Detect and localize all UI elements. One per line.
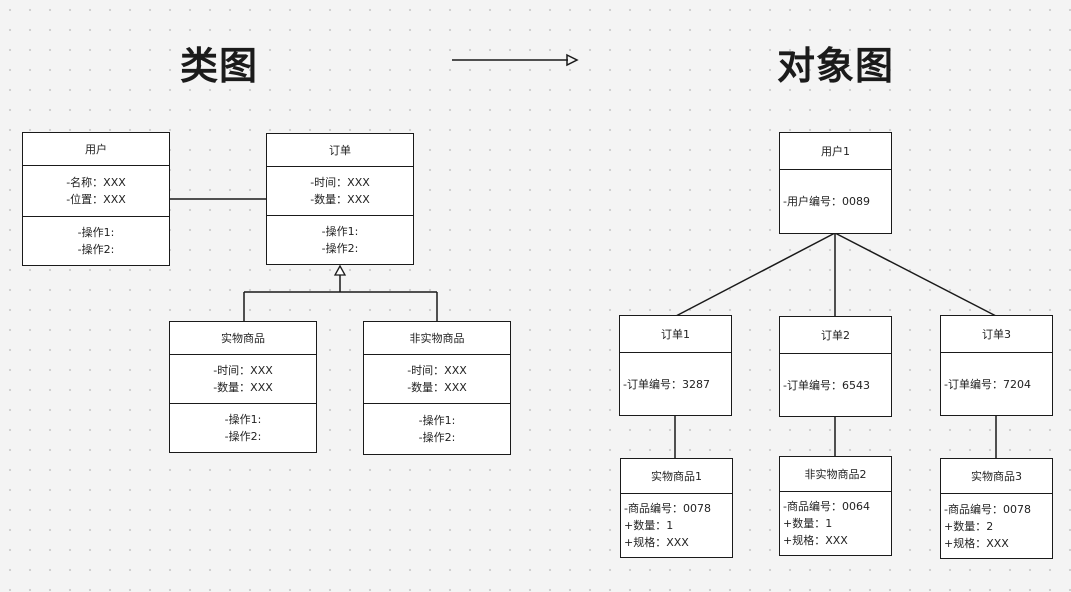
operation: -操作2: [77,243,115,256]
class-name: 非实物商品 [409,331,465,345]
attribute: -用户编号：0089 [783,195,870,208]
link-user-order3 [834,232,997,317]
attribute: -位置：XXX [66,193,126,206]
attribute: -商品编号：0064 [783,500,870,513]
attribute: -订单编号：6543 [783,378,870,392]
object-attributes: -商品编号：0064 +数量：1 +规格：XXX [780,491,891,555]
attribute: -数量：XXX [310,193,370,206]
class-order[interactable]: 订单 -时间：XXX -数量：XXX -操作1: -操作2: [266,133,414,265]
class-attributes: -时间：XXX -数量：XXX [170,354,316,403]
object-name: 订单3 [982,327,1011,341]
class-operations: -操作1: -操作2: [170,403,316,452]
class-operations: -操作1: -操作2: [267,215,413,264]
attribute: -商品编号：0078 [944,502,1031,516]
attribute: -时间：XXX [407,364,467,377]
attribute: +规格：XXX [944,536,1009,550]
object-name: 订单2 [821,328,850,342]
object-name: 订单1 [661,327,690,341]
operation: -操作2: [321,242,359,255]
class-attributes: -名称：XXX -位置：XXX [23,165,169,216]
operation: -操作2: [224,430,262,443]
attribute: -名称：XXX [66,176,126,189]
class-attributes: -时间：XXX -数量：XXX [267,166,413,215]
attribute: +规格：XXX [624,536,689,549]
class-name: 实物商品 [221,331,265,345]
class-operations: -操作1: -操作2: [23,216,169,265]
object-user1[interactable]: 用户1 -用户编号：0089 [779,132,892,234]
object-order1[interactable]: 订单1 -订单编号：3287 [619,315,732,416]
object-order3[interactable]: 订单3 -订单编号：7204 [940,315,1053,416]
transition-arrow-head [566,53,579,67]
object-attributes: -订单编号：7204 [941,352,1052,415]
operation: -操作2: [418,431,456,444]
attribute: -数量：XXX [213,381,273,394]
attribute: +数量：1 [624,519,674,532]
operation: -操作1: [418,414,456,427]
link-user-order1 [675,232,836,317]
attribute: +数量：2 [944,519,994,533]
object-attributes: -订单编号：3287 [620,352,731,415]
class-diagram-title: 类图 [180,44,259,88]
object-item3[interactable]: 实物商品3 -商品编号：0078 +数量：2 +规格：XXX [940,458,1053,559]
class-physical-goods[interactable]: 实物商品 -时间：XXX -数量：XXX -操作1: -操作2: [169,321,317,453]
operation: -操作1: [321,225,359,238]
operation: -操作1: [224,413,262,426]
attribute: -时间：XXX [213,364,273,377]
attribute: -订单编号：7204 [944,377,1031,391]
object-diagram-title: 对象图 [777,44,895,88]
class-operations: -操作1: -操作2: [364,403,510,454]
class-name: 用户 [85,142,107,156]
attribute: -商品编号：0078 [624,502,711,515]
object-item1[interactable]: 实物商品1 -商品编号：0078 +数量：1 +规格：XXX [620,458,733,558]
operation: -操作1: [77,226,115,239]
object-attributes: -订单编号：6543 [780,353,891,416]
object-name: 实物商品1 [651,469,702,483]
attribute: -时间：XXX [310,176,370,189]
class-user[interactable]: 用户 -名称：XXX -位置：XXX -操作1: -操作2: [22,132,170,266]
object-attributes: -用户编号：0089 [780,169,891,233]
inheritance-triangle [333,264,347,276]
object-item2[interactable]: 非实物商品2 -商品编号：0064 +数量：1 +规格：XXX [779,456,892,556]
object-attributes: -商品编号：0078 +数量：2 +规格：XXX [941,493,1052,558]
attribute: +规格：XXX [783,534,848,547]
attribute: -数量：XXX [407,381,467,394]
object-order2[interactable]: 订单2 -订单编号：6543 [779,316,892,417]
class-name: 订单 [329,143,351,157]
class-nonphysical-goods[interactable]: 非实物商品 -时间：XXX -数量：XXX -操作1: -操作2: [363,321,511,455]
attribute: +数量：1 [783,517,833,530]
object-name: 实物商品3 [971,469,1022,483]
object-attributes: -商品编号：0078 +数量：1 +规格：XXX [621,493,732,557]
object-name: 非实物商品2 [804,467,867,481]
attribute: -订单编号：3287 [623,377,710,391]
class-attributes: -时间：XXX -数量：XXX [364,354,510,403]
object-name: 用户1 [821,144,850,158]
